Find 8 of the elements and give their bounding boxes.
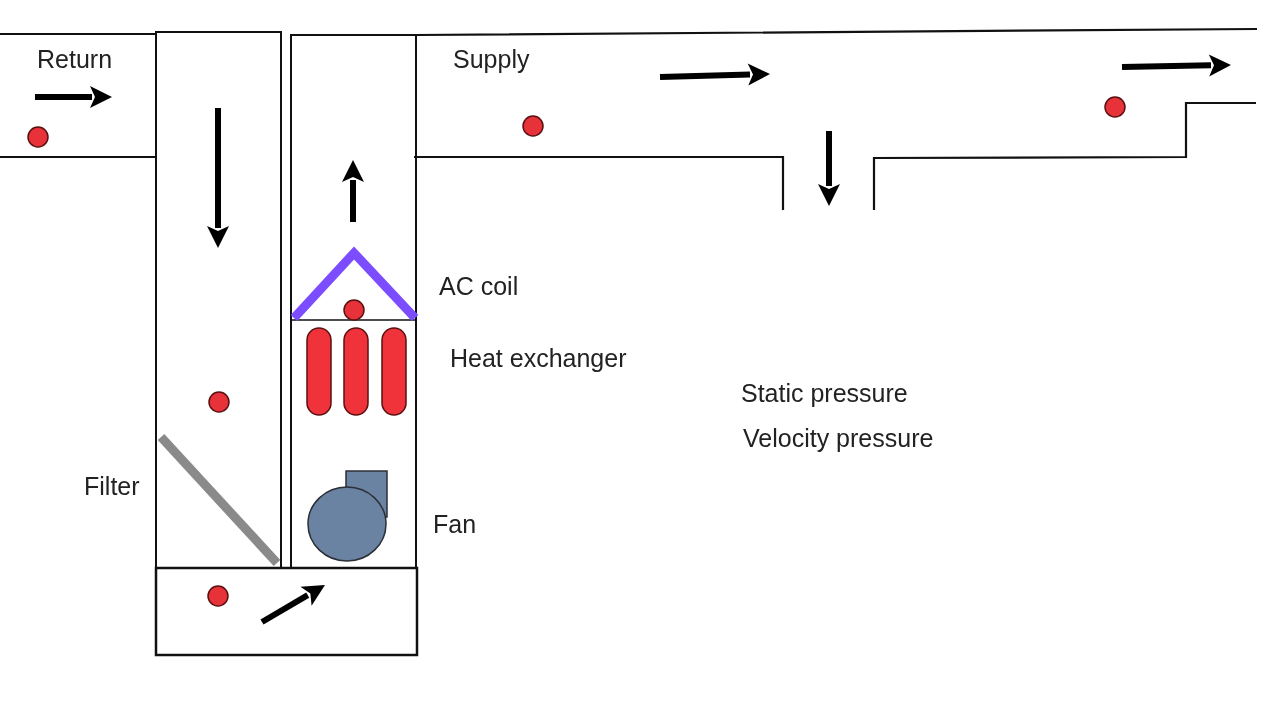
part-label: Filter — [84, 473, 140, 500]
pressure-label: Velocity pressure — [743, 425, 934, 452]
part-label: AC coil — [439, 273, 519, 300]
pressure-label: Static pressure — [741, 380, 908, 407]
part-label: Fan — [433, 511, 477, 538]
duct-label: Return — [37, 46, 113, 73]
duct-label: Supply — [453, 46, 530, 73]
part-label: Heat exchanger — [450, 345, 627, 372]
